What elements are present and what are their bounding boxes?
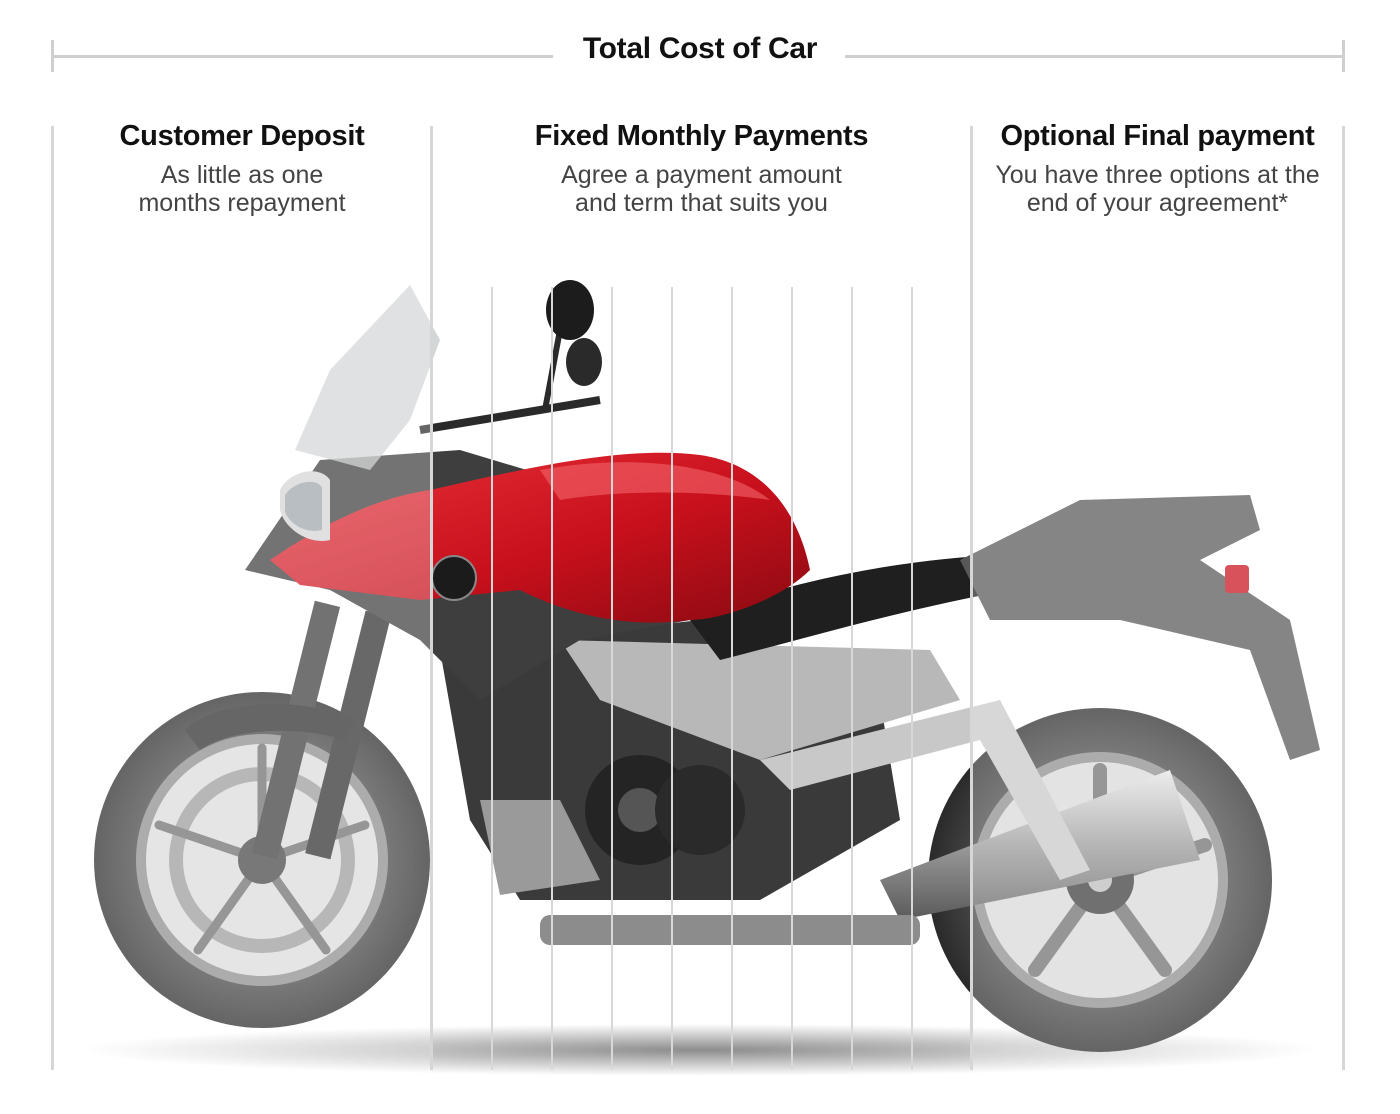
section-optional-final-payment: Optional Final payment You have three op…: [973, 120, 1342, 217]
total-cost-title: Total Cost of Car: [582, 32, 818, 65]
monthly-line-8: [911, 287, 913, 1070]
section-line: As little as one: [160, 161, 324, 189]
monthly-line-1: [491, 287, 493, 1070]
right-fade: [973, 260, 1400, 1080]
section-line: and term that suits you: [575, 189, 828, 217]
monthly-line-2: [551, 287, 553, 1070]
monthly-line-4: [671, 287, 673, 1070]
bracket-right-line: [845, 55, 1345, 58]
section-description: Agree a payment amount and term that sui…: [433, 161, 970, 217]
handlebars: [419, 280, 602, 434]
front-fender: [185, 703, 355, 750]
fuel-tank: [270, 452, 810, 623]
section-line: Agree a payment amount: [561, 161, 842, 189]
section-line: months repayment: [138, 189, 346, 217]
monthly-line-6: [791, 287, 793, 1070]
tank-highlight: [540, 462, 770, 500]
headlight: [280, 471, 330, 541]
left-fade: [0, 260, 431, 1080]
section-description: You have three options at the end of you…: [973, 161, 1342, 217]
ground-shadow: [80, 1024, 1320, 1076]
section-title: Optional Final payment: [1000, 120, 1315, 152]
section-description: As little as one months repayment: [54, 161, 430, 217]
monthly-line-5: [731, 287, 733, 1070]
section-customer-deposit: Customer Deposit As little as one months…: [54, 120, 430, 217]
section-title: Customer Deposit: [119, 120, 365, 152]
divider-monthly-final: [970, 126, 973, 1070]
section-fixed-monthly-payments: Fixed Monthly Payments Agree a payment a…: [433, 120, 970, 217]
windscreen: [295, 285, 440, 470]
section-title: Fixed Monthly Payments: [534, 120, 869, 152]
frame: [560, 640, 1090, 880]
section-line: You have three options at the: [995, 161, 1320, 189]
divider-deposit-monthly: [430, 126, 433, 1070]
brand-badge: [431, 555, 477, 601]
divider-right: [1342, 126, 1345, 1070]
bracket-left-line: [51, 55, 553, 58]
divider-left: [51, 126, 54, 1070]
section-line: end of your agreement*: [1026, 189, 1289, 217]
bracket-right-end: [1342, 40, 1345, 72]
rear-tail: [960, 495, 1320, 760]
monthly-line-7: [851, 287, 853, 1070]
monthly-line-3: [611, 287, 613, 1070]
seat: [690, 555, 1010, 660]
